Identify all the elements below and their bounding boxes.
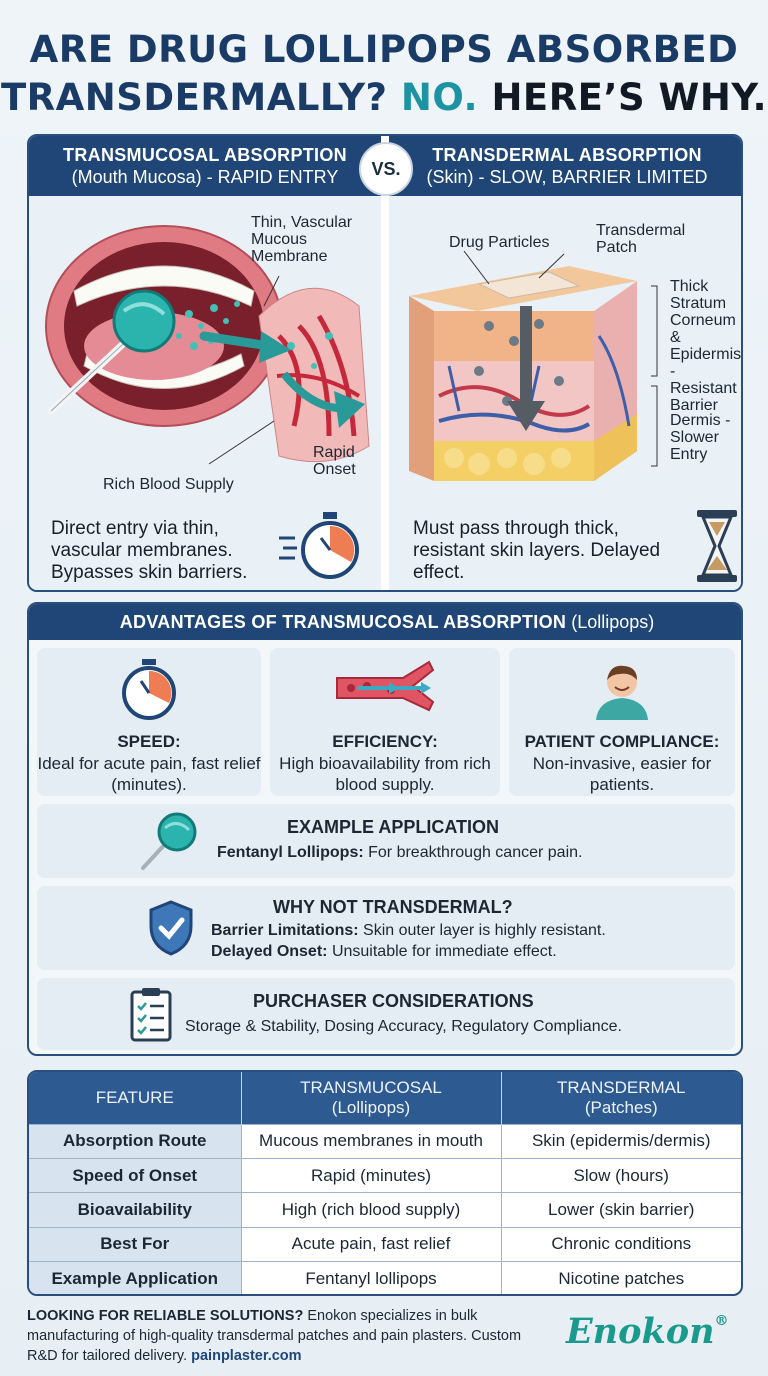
title-answer: NO. (400, 76, 479, 119)
blood-vessel-icon (336, 660, 435, 712)
transdermal-body: Drug Particles Transdermal Patch Thick S… (389, 196, 742, 590)
why-not-line-2: Delayed Onset: Unsuitable for immediate … (211, 941, 557, 962)
comparison-panel: TRANSMUCOSAL ABSORPTION (Mouth Mucosa) -… (27, 134, 743, 592)
footer-text: Enokon specializes in bulk manufacturing… (27, 1308, 522, 1364)
advantages-heading: ADVANTAGES OF TRANSMUCOSAL ABSORPTION (119, 612, 567, 632)
lollipop-icon (141, 812, 197, 870)
transmucosal-subheading: (Mouth Mucosa) - RAPID ENTRY (71, 167, 339, 187)
footer-promo: LOOKING FOR RELIABLE SOLUTIONS? Enokon s… (27, 1306, 547, 1366)
skin-patch-illustration (409, 250, 658, 481)
purchaser-text: Storage & Stability, Dosing Accuracy, Re… (185, 1018, 622, 1035)
table-row: Absorption Route Mucous membranes in mou… (29, 1123, 741, 1159)
speed-text: Ideal for acute pain, fast relief (minut… (37, 754, 261, 794)
transmucosal-cell: High (rich blood supply) (241, 1192, 502, 1228)
barrier-limitations-label: Barrier Limitations: (211, 922, 359, 939)
speed-title: SPEED: (117, 732, 181, 751)
registered-mark: ® (714, 1313, 729, 1329)
hourglass-icon (697, 510, 737, 582)
transmucosal-cell: Fentanyl lollipops (241, 1261, 502, 1294)
transdermal-subheading: (Skin) - SLOW, BARRIER LIMITED (426, 167, 708, 187)
transmucosal-cell: Mucous membranes in mouth (241, 1123, 502, 1159)
table-row: Speed of Onset Rapid (minutes) Slow (hou… (29, 1157, 741, 1193)
transdermal-heading: TRANSDERMAL ABSORPTION (432, 145, 702, 165)
page-title: ARE DRUG LOLLIPOPS ABSORBED TRANSDERMALL… (0, 26, 768, 122)
column-header-transdermal: TRANSDERMAL (Patches) (501, 1072, 741, 1124)
clipboard-icon (130, 988, 172, 1042)
transmucosal-heading: TRANSMUCOSAL ABSORPTION (63, 145, 347, 165)
table-row: Bioavailability High (rich blood supply)… (29, 1192, 741, 1228)
delayed-onset-label: Delayed Onset: (211, 943, 328, 960)
purchaser-title: PURCHASER CONSIDERATIONS (253, 991, 534, 1011)
stopwatch-icon (122, 659, 176, 720)
transdermal-header: TRANSDERMAL ABSORPTION (Skin) - SLOW, BA… (389, 136, 741, 196)
feature-cell: Best For (29, 1226, 242, 1262)
dermis-label: Dermis - Slower Entry (670, 412, 731, 463)
advantages-panel: ADVANTAGES OF TRANSMUCOSAL ABSORPTION (L… (27, 602, 743, 1056)
barrier-limitations-text: Skin outer layer is highly resistant. (363, 922, 606, 939)
table-row: Example Application Fentanyl lollipops N… (29, 1261, 741, 1294)
transmucosal-cell: Rapid (minutes) (241, 1157, 502, 1193)
example-text: Fentanyl Lollipops: For breakthrough can… (217, 842, 582, 863)
panel-divider (381, 136, 389, 590)
why-not-transdermal-box: WHY NOT TRANSDERMAL? Barrier Limitations… (37, 886, 735, 970)
vs-badge: VS. (359, 142, 413, 196)
transdermal-description: Must pass through thick, resistant skin … (413, 518, 661, 583)
blood-supply-label: Rich Blood Supply (103, 476, 234, 493)
membrane-label: Thin, Vascular Mucous Membrane (251, 214, 353, 265)
transdermal-cell: Nicotine patches (501, 1261, 741, 1294)
transdermal-cell: Chronic conditions (501, 1226, 741, 1262)
transmucosal-body: Thin, Vascular Mucous Membrane Rapid Ons… (29, 196, 381, 590)
transmucosal-description: Direct entry via thin, vascular membrane… (51, 518, 248, 583)
website-link[interactable]: painplaster.com (191, 1348, 302, 1364)
title-reason: HERE’S WHY. (491, 76, 768, 119)
transdermal-cell: Slow (hours) (501, 1157, 741, 1193)
table-header-row: FEATURE TRANSMUCOSAL (Lollipops) TRANSDE… (29, 1072, 741, 1124)
column-header-transmucosal: TRANSMUCOSAL (Lollipops) (241, 1072, 502, 1124)
transdermal-patch-label: Transdermal Patch (596, 222, 686, 256)
patient-icon (596, 665, 648, 720)
mouth-lollipop-illustration (45, 225, 370, 465)
advantages-heading-note: (Lollipops) (571, 612, 655, 632)
compliance-card: PATIENT COMPLIANCE: Non-invasive, easier… (509, 648, 735, 796)
transmucosal-cell: Acute pain, fast relief (241, 1226, 502, 1262)
feature-cell: Bioavailability (29, 1192, 242, 1228)
purchaser-considerations-box: PURCHASER CONSIDERATIONS Storage & Stabi… (37, 978, 735, 1050)
table-row: Best For Acute pain, fast relief Chronic… (29, 1226, 741, 1262)
comparison-table: FEATURE TRANSMUCOSAL (Lollipops) TRANSDE… (27, 1070, 743, 1296)
brand-logo: Enokon® (566, 1311, 729, 1352)
feature-cell: Speed of Onset (29, 1157, 242, 1193)
delayed-onset-text: Unsuitable for immediate effect. (331, 943, 557, 960)
transdermal-cell: Lower (skin barrier) (501, 1192, 741, 1228)
feature-cell: Example Application (29, 1261, 242, 1294)
drug-particles-label: Drug Particles (449, 234, 550, 251)
footer-lead: LOOKING FOR RELIABLE SOLUTIONS? (27, 1308, 304, 1324)
example-use: For breakthrough cancer pain. (368, 844, 583, 861)
stratum-corneum-label: Thick Stratum Corneum & Epidermis - Resi… (670, 278, 742, 414)
compliance-text: Non-invasive, easier for patients. (532, 754, 712, 794)
efficiency-card: EFFICIENCY: High bioavailability from ri… (270, 648, 500, 796)
brand-name: Enokon (566, 1311, 715, 1352)
example-product: Fentanyl Lollipops: (217, 844, 364, 861)
transdermal-cell: Skin (epidermis/dermis) (501, 1123, 741, 1159)
example-title: EXAMPLE APPLICATION (287, 817, 500, 837)
feature-cell: Absorption Route (29, 1123, 242, 1159)
transmucosal-header: TRANSMUCOSAL ABSORPTION (Mouth Mucosa) -… (29, 136, 381, 196)
why-not-title: WHY NOT TRANSDERMAL? (273, 897, 513, 917)
compliance-title: PATIENT COMPLIANCE: (524, 732, 720, 751)
column-header-feature: FEATURE (29, 1072, 242, 1124)
example-application-box: EXAMPLE APPLICATION Fentanyl Lollipops: … (37, 804, 735, 878)
title-line-2: TRANSDERMALLY? NO. HERE’S WHY. (0, 74, 768, 122)
rapid-onset-label: Rapid Onset (313, 444, 356, 478)
stopwatch-icon (279, 512, 359, 579)
efficiency-text: High bioavailability from rich blood sup… (279, 754, 491, 794)
why-not-line-1: Barrier Limitations: Skin outer layer is… (211, 920, 606, 941)
speed-card: SPEED: Ideal for acute pain, fast relief… (37, 648, 261, 796)
title-question: TRANSDERMALLY? (0, 76, 388, 119)
advantages-header: ADVANTAGES OF TRANSMUCOSAL ABSORPTION (L… (29, 604, 741, 640)
shield-check-icon (149, 900, 193, 956)
title-line-1: ARE DRUG LOLLIPOPS ABSORBED (29, 28, 739, 71)
efficiency-title: EFFICIENCY: (332, 732, 438, 751)
